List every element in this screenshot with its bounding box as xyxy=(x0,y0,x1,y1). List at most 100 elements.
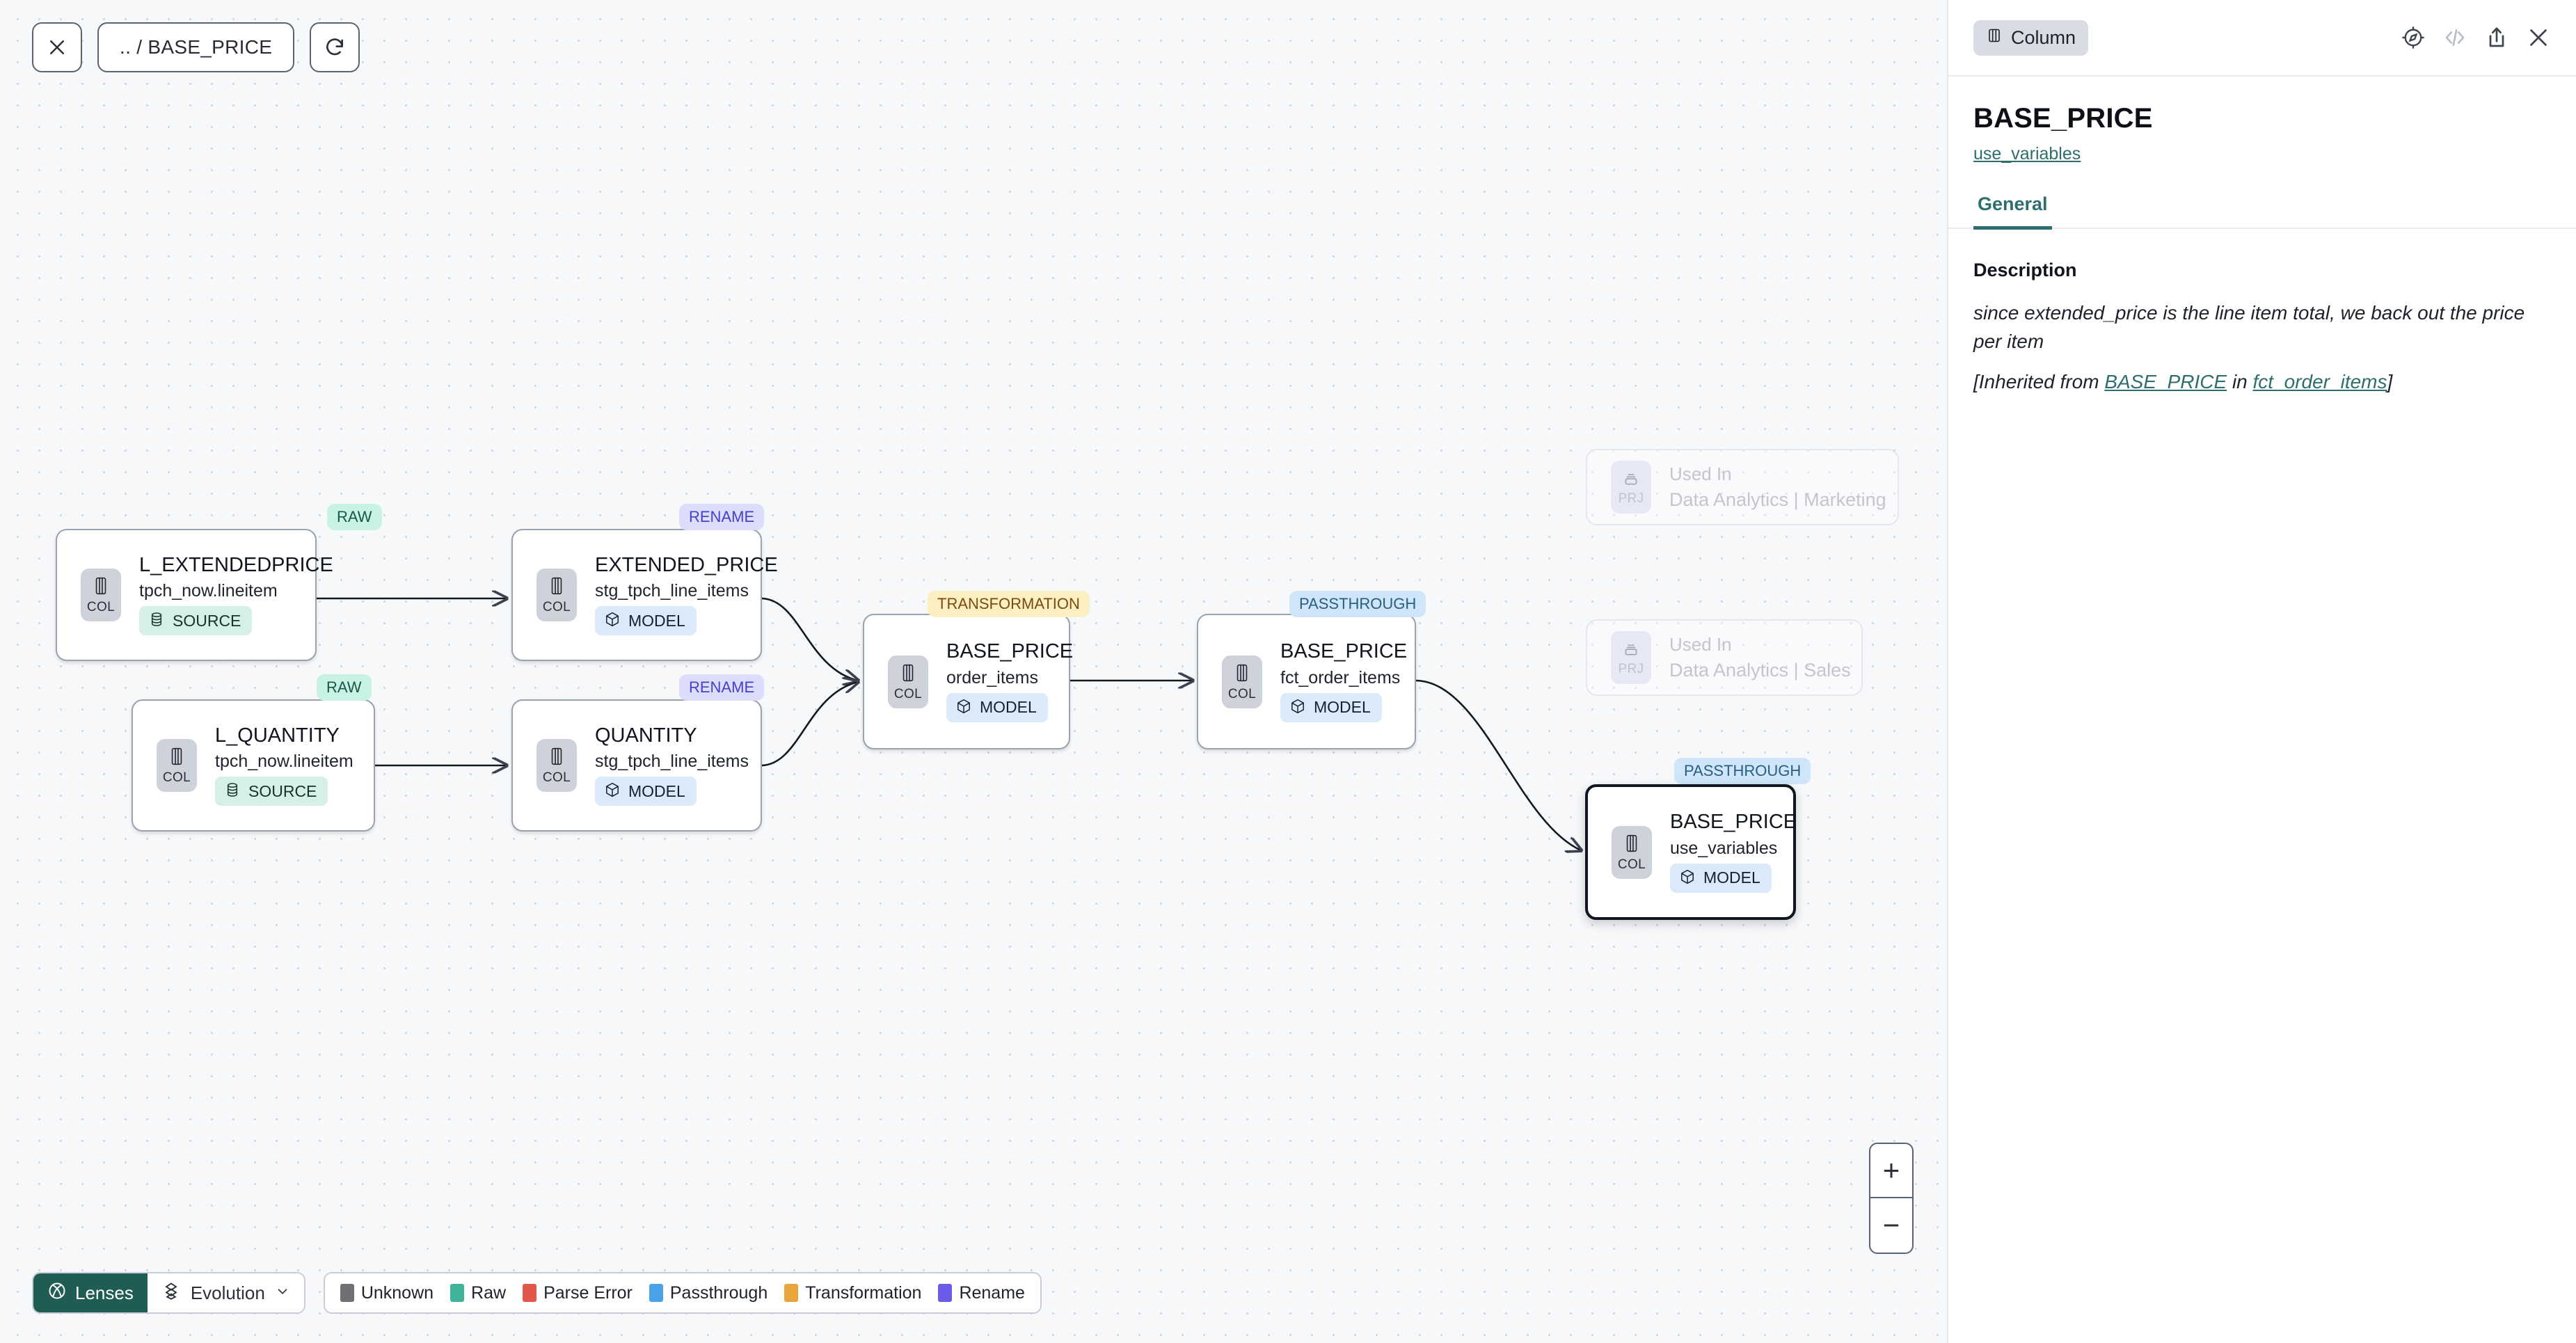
database-icon xyxy=(224,781,241,801)
project-icon xyxy=(1622,469,1640,491)
close-button[interactable] xyxy=(32,22,82,72)
description-text: since extended_price is the line item to… xyxy=(1973,302,2525,352)
node-type-chip: PRJ xyxy=(1611,461,1651,514)
node-type-label: COL xyxy=(893,686,923,701)
column-icon xyxy=(168,747,186,770)
legend-item-parse-error[interactable]: Parse Error xyxy=(523,1283,633,1303)
node-title: L_QUANTITY xyxy=(215,724,340,747)
compass-icon[interactable] xyxy=(2401,25,2426,50)
cube-icon xyxy=(604,781,621,801)
cube-icon xyxy=(1289,698,1306,717)
zoom-in-button[interactable]: + xyxy=(1870,1144,1912,1198)
parent-model-link[interactable]: use_variables xyxy=(1973,144,2081,164)
inherited-prefix: [Inherited from xyxy=(1973,371,2105,393)
legend-item-passthrough[interactable]: Passthrough xyxy=(649,1283,768,1303)
node-subtitle: use_variables xyxy=(1670,838,1778,858)
legend-swatch xyxy=(784,1284,799,1302)
node-type-chip: COL xyxy=(81,569,121,621)
lineage-canvas[interactable]: .. / BASE_PRICE xyxy=(0,0,1947,1343)
node-kind-label: MODEL xyxy=(628,611,685,630)
canvas-toolbar: .. / BASE_PRICE xyxy=(32,22,360,72)
cube-icon xyxy=(604,611,621,630)
node-kind-label: MODEL xyxy=(1703,868,1760,887)
node-title: BASE_PRICE xyxy=(1670,811,1797,834)
node-type-label: COL xyxy=(1617,857,1646,872)
cube-icon xyxy=(1679,868,1696,888)
node-subtitle: fct_order_items xyxy=(1280,667,1401,688)
node-type-chip: COL xyxy=(888,655,928,708)
node-type-label: COL xyxy=(1227,686,1257,701)
legend-swatch xyxy=(649,1284,663,1302)
node-kind-badge: MODEL xyxy=(1670,863,1772,893)
column-icon xyxy=(899,663,917,686)
node-type-chip: COL xyxy=(1612,825,1652,879)
inherited-note: [Inherited from BASE_PRICE in fct_order_… xyxy=(1973,371,2551,393)
close-panel-icon[interactable] xyxy=(2526,25,2551,50)
node-type-label: COL xyxy=(542,600,571,614)
lens-tag-rename: RENAME xyxy=(679,504,765,530)
lenses-icon xyxy=(47,1281,67,1305)
node-type-chip: COL xyxy=(536,569,577,621)
legend-label: Unknown xyxy=(360,1282,434,1303)
node-type-label: COL xyxy=(162,770,191,785)
node-kind-badge: MODEL xyxy=(946,692,1048,722)
legend-item-unknown[interactable]: Unknown xyxy=(340,1283,434,1303)
tab-general[interactable]: General xyxy=(1973,193,2052,230)
legend-label: Passthrough xyxy=(669,1282,768,1303)
breadcrumb[interactable]: .. / BASE_PRICE xyxy=(97,22,295,72)
panel-tabs: General xyxy=(1948,193,2576,230)
node-kind-label: SOURCE xyxy=(173,611,241,630)
node-subtitle: order_items xyxy=(946,667,1038,688)
evolution-label: Evolution xyxy=(190,1282,265,1303)
entity-kind-badge: Column xyxy=(1973,19,2089,56)
project-icon xyxy=(1622,639,1640,661)
legend-label: Transformation xyxy=(805,1282,922,1303)
column-icon xyxy=(92,576,110,599)
lenses-button[interactable]: Lenses xyxy=(33,1273,148,1312)
node-kind-badge: SOURCE xyxy=(139,606,253,636)
chevron-down-icon xyxy=(275,1282,290,1304)
node-title: QUANTITY xyxy=(595,724,697,747)
details-panel-header: Column xyxy=(1948,0,2576,77)
entity-kind-label: Column xyxy=(2011,26,2076,48)
entity-identity: BASE_PRICE use_variables xyxy=(1948,77,2576,164)
evolution-dropdown[interactable]: Evolution xyxy=(147,1273,304,1312)
legend-item-transformation[interactable]: Transformation xyxy=(784,1283,921,1303)
zoom-out-button[interactable]: − xyxy=(1882,1209,1900,1241)
node-subtitle: tpch_now.lineitem xyxy=(139,581,278,601)
inherited-model-link[interactable]: fct_order_items xyxy=(2252,371,2387,393)
lens-tag-passthrough: PASSTHROUGH xyxy=(1674,758,1811,784)
lens-tag-passthrough: PASSTHROUGH xyxy=(1289,591,1426,617)
legend-item-raw[interactable]: Raw xyxy=(450,1283,506,1303)
legend-swatch xyxy=(938,1284,953,1302)
legend-item-rename[interactable]: Rename xyxy=(938,1283,1025,1303)
evolution-icon xyxy=(161,1281,181,1305)
column-icon xyxy=(548,747,566,770)
node-subtitle: stg_tpch_line_items xyxy=(595,581,749,601)
zoom-controls: + − xyxy=(1869,1143,1914,1254)
node-title: BASE_PRICE xyxy=(1280,640,1408,663)
inherited-column-link[interactable]: BASE_PRICE xyxy=(2104,371,2227,393)
code-icon[interactable] xyxy=(2442,25,2467,50)
legend-swatch xyxy=(450,1284,465,1302)
lenses-label: Lenses xyxy=(75,1282,134,1303)
refresh-button[interactable] xyxy=(310,22,360,72)
lens-tag-rename: RENAME xyxy=(679,674,765,701)
node-title: Used In xyxy=(1669,463,1732,484)
share-icon[interactable] xyxy=(2484,25,2509,50)
node-title: EXTENDED_PRICE xyxy=(595,553,778,576)
